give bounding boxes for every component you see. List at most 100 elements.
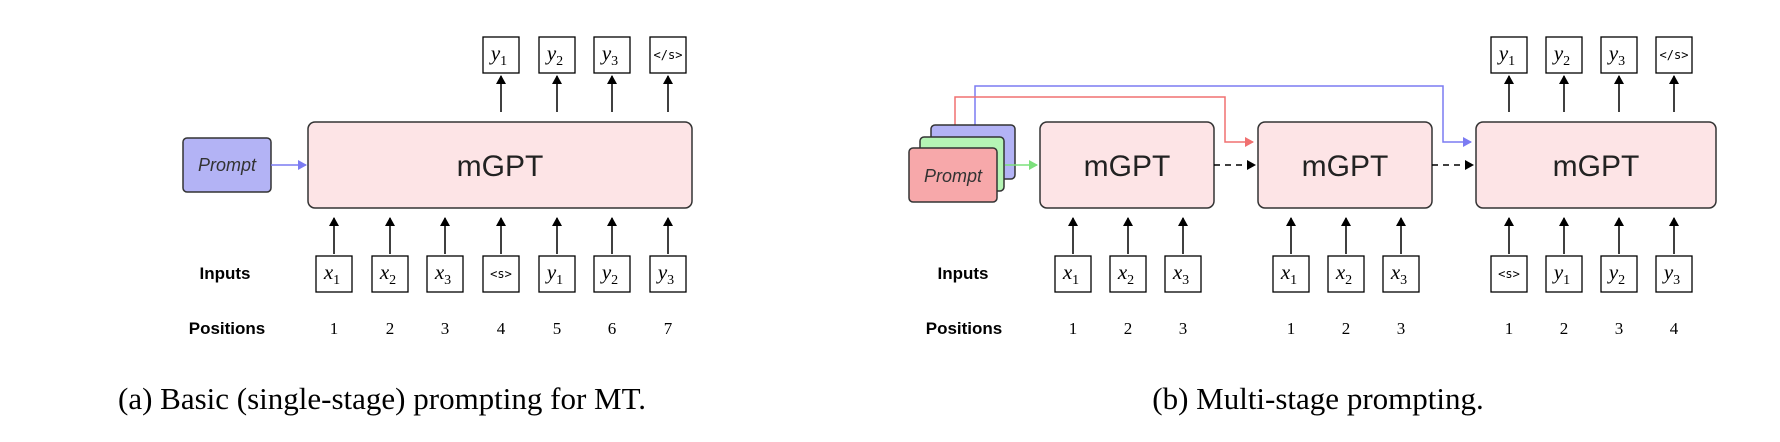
position-number: 4 xyxy=(497,319,506,338)
output-token: </s> xyxy=(649,36,687,74)
input-token-subscript: 3 xyxy=(667,273,674,288)
input-token-var: x2 xyxy=(379,260,396,288)
stage-2-input-token-symbol: x xyxy=(1335,260,1346,284)
stage-3-input-token-symbol: y xyxy=(1662,260,1674,284)
stage-3-output-token-frame xyxy=(1655,36,1693,74)
position-number: 5 xyxy=(553,319,562,338)
stage-3-output-token-frame xyxy=(1545,36,1583,74)
input-token-frame xyxy=(538,255,576,293)
stage-2-input-token: x2 xyxy=(1327,255,1365,293)
stage-3-output-token: y3 xyxy=(1600,36,1638,74)
output-token-var: y1 xyxy=(489,41,507,69)
positions-row-label-b: Positions xyxy=(926,319,1003,338)
input-token-frame xyxy=(593,255,631,293)
stage-2-input-token-frame xyxy=(1272,255,1310,293)
stage-2-position-number: 3 xyxy=(1397,319,1406,338)
stage-2-input-token: x3 xyxy=(1382,255,1420,293)
output-token-frame xyxy=(538,36,576,74)
stage-3-output-token-subscript: 1 xyxy=(1508,54,1515,69)
output-token-var: y3 xyxy=(600,41,618,69)
input-token: y3 xyxy=(649,255,687,293)
input-token-var: y1 xyxy=(545,260,563,288)
input-token-frame xyxy=(371,255,409,293)
stage-2-input-token-subscript: 1 xyxy=(1290,273,1297,288)
prompt-link-blue xyxy=(974,85,1472,147)
stage-3-input-token-subscript: 2 xyxy=(1618,273,1625,288)
stage-3-output-token: </s> xyxy=(1655,36,1693,74)
position-number: 7 xyxy=(664,319,673,338)
input-token: x3 xyxy=(426,255,464,293)
stage-3-input-token-subscript: 1 xyxy=(1563,273,1570,288)
stage-3-output-token-symbol: y xyxy=(1552,41,1564,65)
input-token-symbol: x xyxy=(379,260,390,284)
input-token-frame xyxy=(649,255,687,293)
stage-3-position-number: 3 xyxy=(1615,319,1624,338)
output-token-var: y2 xyxy=(545,41,563,69)
caption-a: (a) Basic (single-stage) prompting for M… xyxy=(118,381,646,416)
model-label-stage-1: mGPT xyxy=(1084,150,1171,183)
output-token: y2 xyxy=(538,36,576,74)
stage-3-output-token-var: y3 xyxy=(1607,41,1625,69)
prompt-label: Prompt xyxy=(198,155,257,175)
stage-1-input-token-subscript: 3 xyxy=(1182,273,1189,288)
input-token-symbol: x xyxy=(434,260,445,284)
input-token-var: x3 xyxy=(434,260,451,288)
input-token-frame xyxy=(482,255,520,293)
stage-3-input-token: y1 xyxy=(1545,255,1583,293)
position-number: 1 xyxy=(330,319,339,338)
positions-row-label: Positions xyxy=(189,319,266,338)
stage-3-position-number: 4 xyxy=(1670,319,1679,338)
input-token: x2 xyxy=(371,255,409,293)
inputs-row-label-b: Inputs xyxy=(938,264,989,283)
output-token-frame xyxy=(593,36,631,74)
stage-3-output-token-var: y2 xyxy=(1552,41,1570,69)
stage-3-input-token-var: y3 xyxy=(1662,260,1680,288)
input-token-var: y3 xyxy=(656,260,674,288)
stage-3-input-token: y3 xyxy=(1655,255,1693,293)
input-token: y1 xyxy=(538,255,576,293)
stage-3-input-token-subscript: 3 xyxy=(1673,273,1680,288)
input-token: x1 xyxy=(315,255,353,293)
stage-1-input-token-frame xyxy=(1109,255,1147,293)
input-token-var: x1 xyxy=(323,260,340,288)
input-token-frame xyxy=(315,255,353,293)
stage-1-input-token-var: x2 xyxy=(1117,260,1134,288)
caption-b: (b) Multi-stage prompting. xyxy=(1152,381,1483,416)
input-token: <s> xyxy=(482,255,520,293)
stage-3-output-token: y2 xyxy=(1545,36,1583,74)
stage-2-position-number: 1 xyxy=(1287,319,1296,338)
input-token: y2 xyxy=(593,255,631,293)
model-box xyxy=(307,121,693,209)
output-tokens: y1 y2 y3 </s> xyxy=(482,36,687,112)
output-token-symbol: y xyxy=(545,41,557,65)
stage-2-input-token-symbol: x xyxy=(1390,260,1401,284)
input-token-symbol: x xyxy=(323,260,334,284)
stage-1-input-token-symbol: x xyxy=(1172,260,1183,284)
stage-1-input-token: x3 xyxy=(1164,255,1202,293)
stage-2-input-token-var: x1 xyxy=(1280,260,1297,288)
stage-3-input-token-frame xyxy=(1600,255,1638,293)
model-label: mGPT xyxy=(457,150,544,183)
input-token-subscript: 2 xyxy=(389,273,396,288)
input-token-subscript: 3 xyxy=(444,273,451,288)
stage-3-output-token-subscript: 2 xyxy=(1563,54,1570,69)
prompt-label-b: Prompt xyxy=(924,166,983,186)
stage-3-output-token: y1 xyxy=(1490,36,1528,74)
prompt-card-red xyxy=(908,147,998,203)
stage-1-input-token-subscript: 1 xyxy=(1072,273,1079,288)
input-token-symbol: y xyxy=(656,260,668,284)
output-token-frame xyxy=(482,36,520,74)
position-number: 2 xyxy=(386,319,395,338)
stage-2-input-token-symbol: x xyxy=(1280,260,1291,284)
stage-1-input-token-subscript: 2 xyxy=(1127,273,1134,288)
stage-2-input-token-var: x3 xyxy=(1390,260,1407,288)
input-token-frame xyxy=(426,255,464,293)
stage-3-output-token-text: </s> xyxy=(1660,48,1689,62)
input-token-var: y2 xyxy=(600,260,618,288)
model-label-stage-2: mGPT xyxy=(1302,150,1389,183)
